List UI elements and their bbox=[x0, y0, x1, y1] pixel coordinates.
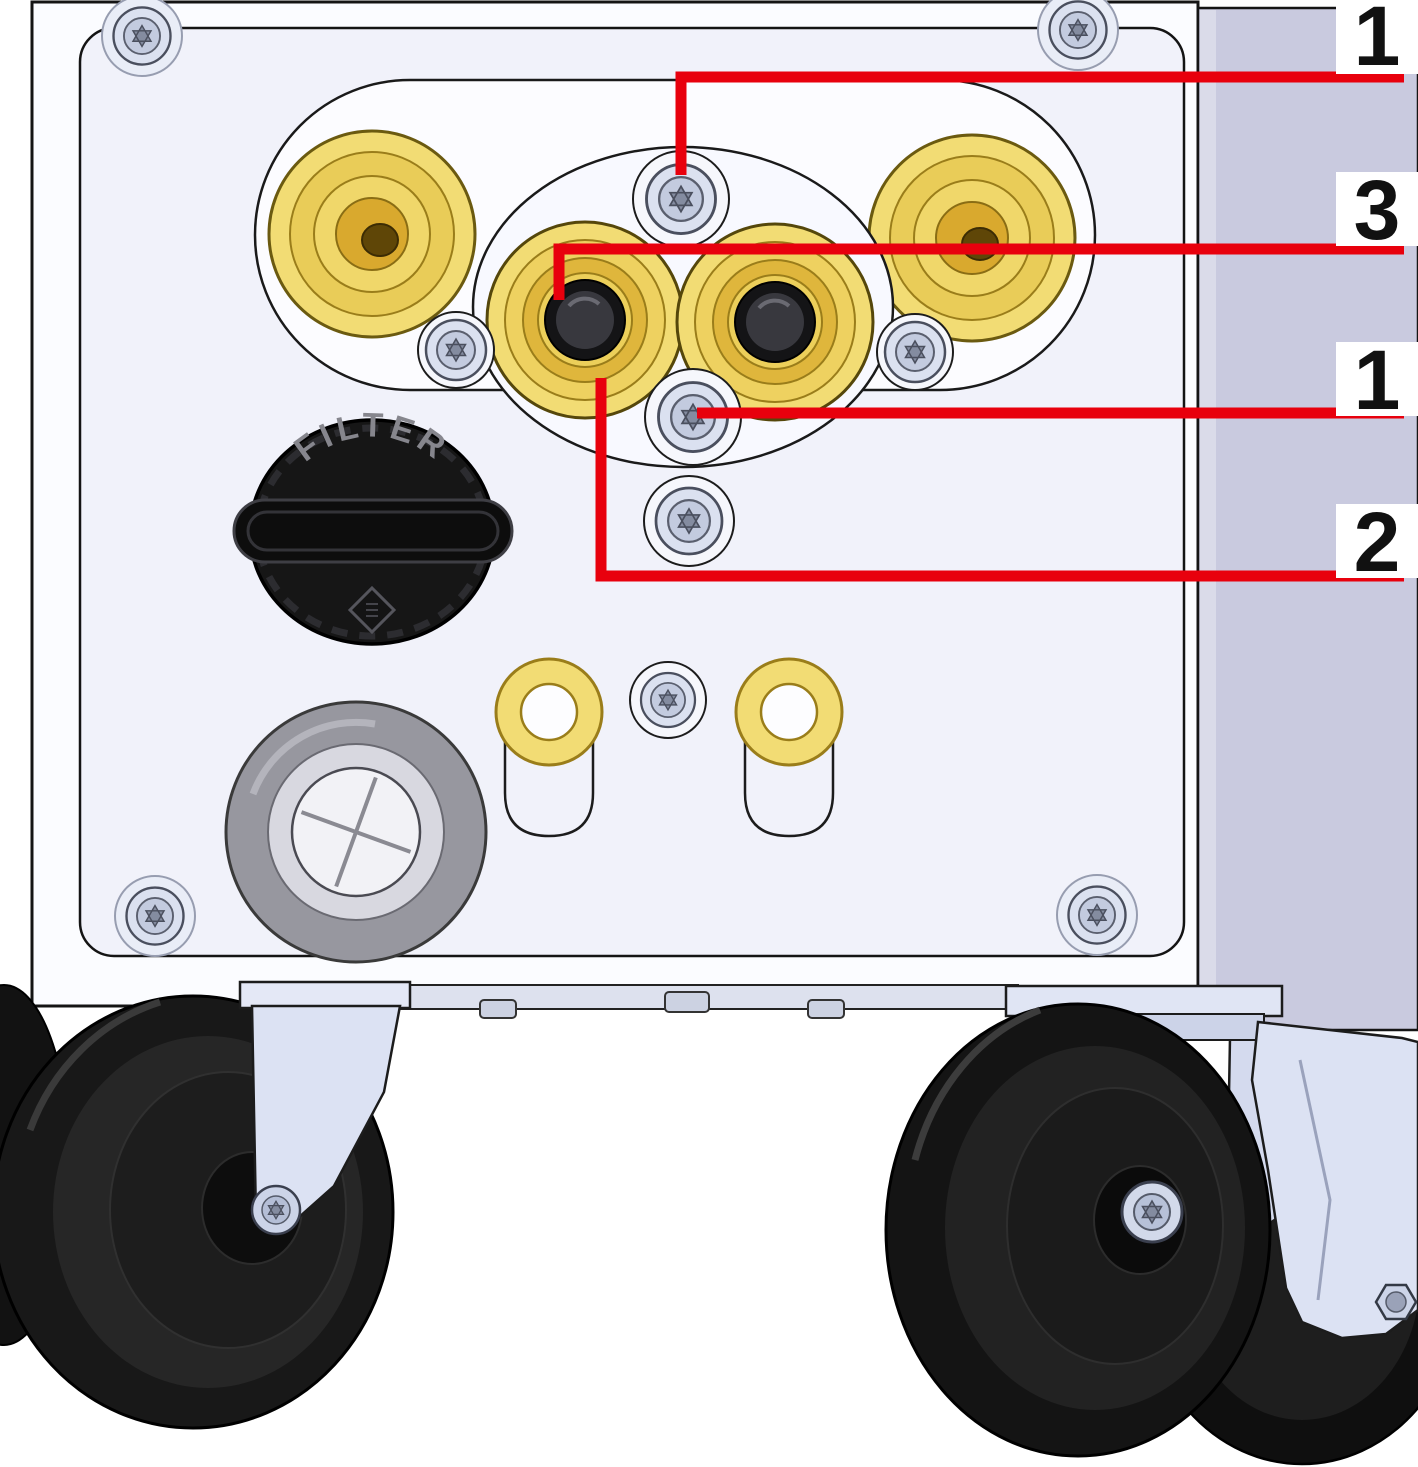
caster-right-brake-bolt bbox=[1374, 1283, 1418, 1321]
caster-left-axle-bolt bbox=[250, 1184, 302, 1236]
keyhole-outline-right bbox=[743, 710, 835, 838]
callout-label-1-middle: 1 bbox=[1354, 333, 1401, 427]
grommet bbox=[224, 700, 488, 964]
gold-ring-right bbox=[734, 657, 844, 767]
callout-line-2 bbox=[595, 378, 1404, 582]
callout-lines bbox=[553, 71, 1404, 582]
filter-cap-grip bbox=[232, 498, 514, 564]
caster-left-plate bbox=[238, 980, 412, 1010]
screw-bottom-center bbox=[629, 661, 707, 739]
callout-label-2: 2 bbox=[1354, 495, 1401, 589]
keyhole-outline-left bbox=[503, 710, 595, 838]
caster-right-axle-bolt bbox=[1120, 1180, 1184, 1244]
callout-labels: 1 3 1 2 bbox=[1336, 0, 1418, 589]
gold-ring-left bbox=[494, 657, 604, 767]
caster-right bbox=[884, 984, 1418, 1466]
filter-cap: FILTER bbox=[232, 406, 514, 646]
callout-label-1-top: 1 bbox=[1354, 0, 1401, 83]
caster-right-bracket bbox=[1250, 1020, 1418, 1340]
screw-plate-left bbox=[417, 311, 495, 389]
screw-plate-right bbox=[876, 313, 954, 391]
corner-screw-bottom-left bbox=[114, 875, 196, 957]
corner-screw-top-right bbox=[1037, 0, 1119, 71]
power-connector-right bbox=[867, 133, 1077, 343]
screw-lower bbox=[643, 475, 735, 567]
callout-line-1-top bbox=[675, 71, 1404, 175]
corner-screw-top-left bbox=[101, 0, 183, 77]
power-connector-left bbox=[267, 129, 477, 339]
callout-line-3 bbox=[553, 243, 1404, 300]
corner-screw-bottom-right bbox=[1056, 874, 1138, 956]
callout-label-backdrop bbox=[1336, 504, 1418, 578]
callout-label-backdrop bbox=[1336, 342, 1418, 416]
caster-left bbox=[0, 980, 412, 1430]
callout-label-backdrop bbox=[1336, 0, 1418, 74]
callout-label-3: 3 bbox=[1354, 163, 1401, 257]
callout-label-backdrop bbox=[1336, 172, 1418, 246]
